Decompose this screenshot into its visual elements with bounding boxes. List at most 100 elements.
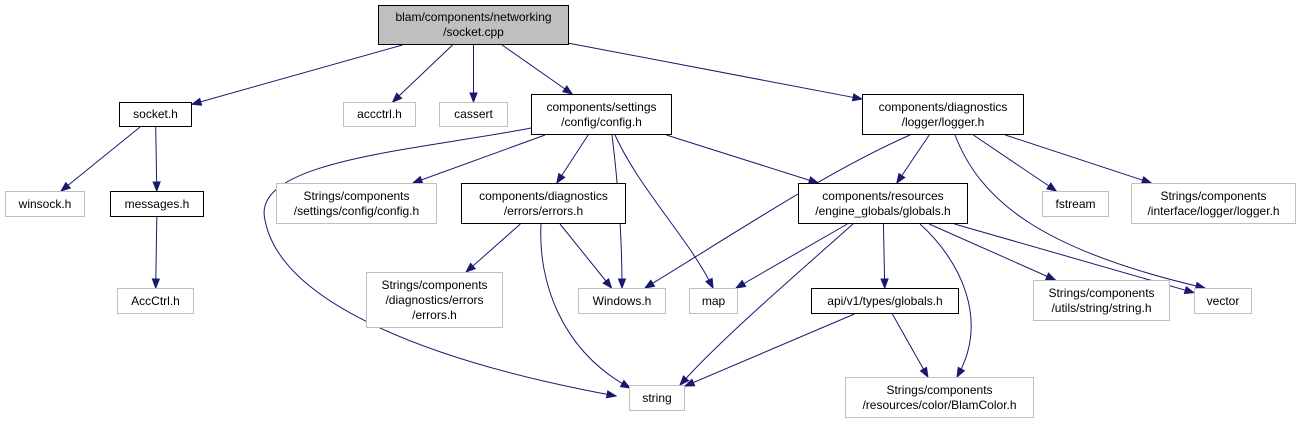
node-windows-h-label: Windows.h xyxy=(592,293,652,308)
node-config-h-line-1: components/settings xyxy=(546,99,657,114)
edge-config-h-to-strings-config xyxy=(412,134,546,184)
edge-socket-h-to-messages-h-arrowhead xyxy=(152,181,161,193)
node-strings-errors-line-1: Strings/components xyxy=(381,277,488,292)
node-accctrl-upper-label: AccCtrl.h xyxy=(131,293,180,308)
node-fstream[interactable]: fstream xyxy=(1042,191,1109,217)
node-strings-blamcolor[interactable]: Strings/components/resources/color/BlamC… xyxy=(845,377,1034,418)
edge-globals-h-to-string-arrowhead xyxy=(679,375,690,387)
node-fstream-label: fstream xyxy=(1055,196,1096,211)
node-map[interactable]: map xyxy=(689,288,738,314)
edge-logger-h-to-fstream xyxy=(973,134,1057,192)
node-api-globals-label: api/v1/types/globals.h xyxy=(827,293,943,308)
node-errors-h[interactable]: components/diagnostics/errors/errors.h xyxy=(461,183,626,224)
node-errors-h-line-1: components/diagnostics xyxy=(479,188,608,203)
edge-logger-h-to-globals-h-arrowhead xyxy=(896,172,906,185)
edge-logger-h-to-vector xyxy=(954,134,1206,289)
node-strings-logger-line-1: Strings/components xyxy=(1160,188,1267,203)
edge-globals-h-to-api-globals-arrowhead xyxy=(880,278,889,290)
edge-config-h-to-string xyxy=(263,127,617,397)
node-windows-h[interactable]: Windows.h xyxy=(578,288,666,314)
edge-errors-h-to-string xyxy=(540,223,631,389)
edge-root-to-cassert-arrowhead xyxy=(469,92,478,104)
node-strings-config-line-2: /settings/config/config.h xyxy=(293,203,420,218)
node-strings-blamcolor-line-2: /resources/color/BlamColor.h xyxy=(862,397,1017,412)
node-cassert-label: cassert xyxy=(454,107,493,121)
node-config-h[interactable]: components/settings/config/config.h xyxy=(531,94,672,135)
node-messages-h-label: messages.h xyxy=(124,196,190,211)
node-globals-h-line-1: components/resources xyxy=(822,188,944,203)
node-string-label: string xyxy=(642,390,672,405)
edge-logger-h-to-windows-h xyxy=(644,134,911,289)
edge-api-globals-to-strings-blamcolor-arrowhead xyxy=(919,366,929,379)
node-strings-logger[interactable]: Strings/components/interface/logger/logg… xyxy=(1131,183,1296,224)
edge-errors-h-to-windows-h-arrowhead xyxy=(602,277,613,290)
edge-errors-h-to-string-arrowhead xyxy=(619,379,632,389)
edge-globals-h-to-vector-arrowhead xyxy=(1183,285,1196,295)
node-winsock[interactable]: winsock.h xyxy=(5,191,85,217)
edge-root-to-config-h xyxy=(501,44,573,95)
node-logger-h[interactable]: components/diagnostics/logger/logger.h xyxy=(862,94,1024,135)
edge-logger-h-to-windows-h-arrowhead xyxy=(643,279,656,289)
node-strings-string[interactable]: Strings/components/utils/string/string.h xyxy=(1033,280,1170,321)
node-vector-label: vector xyxy=(1206,293,1240,308)
edge-logger-h-to-fstream-arrowhead xyxy=(1046,182,1058,192)
node-vector[interactable]: vector xyxy=(1194,288,1252,314)
edge-config-h-to-globals-h xyxy=(666,134,819,184)
edge-root-to-logger-h xyxy=(568,42,863,100)
node-root-line-1: blam/components/networking xyxy=(395,10,552,24)
node-strings-logger-line-2: /interface/logger/logger.h xyxy=(1147,203,1280,218)
edge-errors-h-to-windows-h xyxy=(559,223,612,289)
node-config-h-line-2: /config/config.h xyxy=(561,114,642,129)
node-root[interactable]: blam/components/networking/socket.cpp xyxy=(378,5,569,45)
node-cassert[interactable]: cassert xyxy=(439,102,508,127)
edge-messages-h-to-accctrl-upper-arrowhead xyxy=(151,278,161,290)
edge-globals-h-to-strings-blamcolor xyxy=(919,223,972,378)
node-winsock-label: winsock.h xyxy=(18,196,72,211)
node-accctrl-upper[interactable]: AccCtrl.h xyxy=(117,288,194,314)
edge-messages-h-to-accctrl-upper xyxy=(155,216,158,289)
node-logger-h-line-2: /logger/logger.h xyxy=(901,114,985,129)
edge-errors-h-to-strings-errors xyxy=(465,223,521,273)
node-logger-h-line-1: components/diagnostics xyxy=(878,99,1008,114)
edge-api-globals-to-string-arrowhead xyxy=(683,378,696,387)
edge-logger-h-to-globals-h xyxy=(896,134,930,184)
edge-config-h-to-windows-h-arrowhead xyxy=(617,278,627,290)
edge-api-globals-to-strings-blamcolor xyxy=(891,313,929,378)
node-strings-string-line-2: /utils/string/string.h xyxy=(1051,300,1152,315)
edge-globals-h-to-string xyxy=(679,223,854,386)
edge-globals-h-to-strings-string xyxy=(928,223,1056,281)
edge-root-to-socket-h-arrowhead xyxy=(190,97,203,106)
node-api-globals[interactable]: api/v1/types/globals.h xyxy=(811,288,959,314)
edge-config-h-to-errors-h xyxy=(556,134,589,184)
edge-root-to-logger-h-arrowhead xyxy=(851,93,864,102)
edge-globals-h-to-map-arrowhead xyxy=(734,279,747,289)
node-accctrl-lower[interactable]: accctrl.h xyxy=(343,102,416,127)
edge-socket-h-to-winsock xyxy=(60,126,141,192)
edge-config-h-to-map-arrowhead xyxy=(704,277,714,290)
edge-globals-h-to-api-globals xyxy=(882,223,886,289)
node-messages-h[interactable]: messages.h xyxy=(110,191,204,217)
edge-logger-h-to-strings-logger xyxy=(1005,134,1152,184)
edge-root-to-accctrl-lower-arrowhead xyxy=(391,92,403,103)
edge-globals-h-to-strings-string-arrowhead xyxy=(1044,272,1057,281)
node-socket-h-label: socket.h xyxy=(133,107,178,121)
node-accctrl-lower-label: accctrl.h xyxy=(357,107,402,121)
node-strings-config-line-1: Strings/components xyxy=(303,188,410,203)
edge-socket-h-to-winsock-arrowhead xyxy=(59,181,72,192)
node-globals-h[interactable]: components/resources/engine_globals/glob… xyxy=(798,183,968,224)
node-strings-errors[interactable]: Strings/components/diagnostics/errors/er… xyxy=(366,272,503,328)
node-socket-h[interactable]: socket.h xyxy=(119,102,192,127)
node-root-line-2: /socket.cpp xyxy=(443,25,504,39)
node-strings-blamcolor-line-1: Strings/components xyxy=(886,382,993,397)
node-globals-h-line-2: /engine_globals/globals.h xyxy=(815,203,951,218)
node-map-label: map xyxy=(701,293,726,308)
node-string[interactable]: string xyxy=(629,385,685,411)
edge-config-h-to-string-arrowhead xyxy=(605,390,618,399)
node-errors-h-line-2: /errors/errors.h xyxy=(503,203,584,218)
edge-root-to-config-h-arrowhead xyxy=(561,85,574,95)
edge-config-h-to-errors-h-arrowhead xyxy=(556,172,566,185)
node-strings-config[interactable]: Strings/components/settings/config/confi… xyxy=(276,183,437,224)
edge-globals-h-to-map xyxy=(735,223,848,289)
